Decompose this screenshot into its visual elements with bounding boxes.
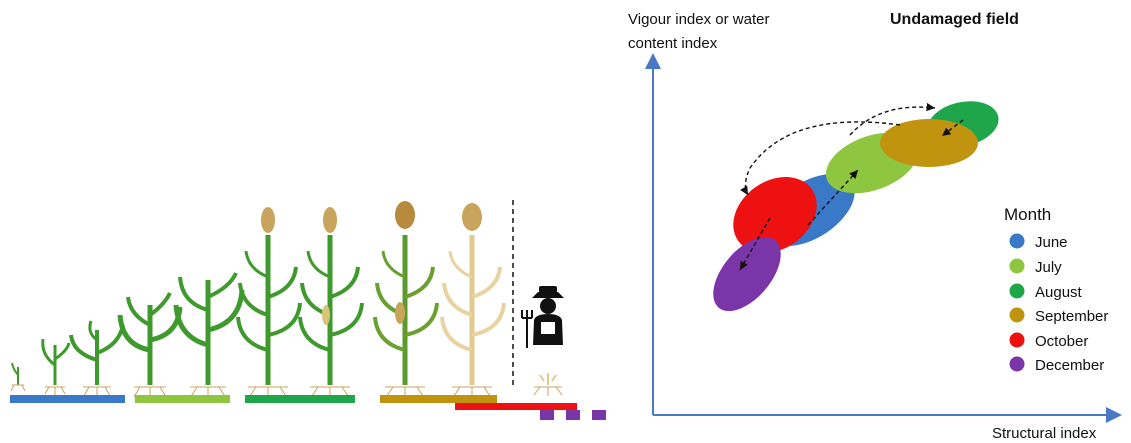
maize-plant-icon xyxy=(173,272,245,399)
maize-plant-icon xyxy=(373,201,439,400)
legend-label: June xyxy=(1035,234,1068,251)
legend-swatch xyxy=(1009,283,1025,299)
ellipse-october xyxy=(733,177,817,253)
ellipse-december xyxy=(713,236,781,312)
maize-plant-icon xyxy=(117,292,183,398)
stubble-icon xyxy=(533,373,563,396)
arrow-july-to-august xyxy=(849,102,936,136)
legend-label: October xyxy=(1035,333,1088,350)
timeline-bar-june xyxy=(10,395,125,403)
y-axis-label: content index xyxy=(628,35,718,52)
arrow-september-to-october xyxy=(740,121,901,196)
ellipse-september xyxy=(880,119,978,167)
diagram-title: Undamaged field xyxy=(890,11,1019,28)
timeline-bar-december xyxy=(592,410,606,420)
arrow-august-to-september xyxy=(941,119,964,137)
legend-item-july: July xyxy=(1009,258,1062,276)
plant-growth-sequence xyxy=(10,200,606,420)
maize-plant-icon xyxy=(440,203,506,400)
legend-title: Month xyxy=(1004,205,1051,224)
legend-swatch xyxy=(1009,356,1025,372)
legend-label: August xyxy=(1035,284,1083,301)
timeline-bar-december xyxy=(566,410,580,420)
legend-item-june: June xyxy=(1009,233,1068,251)
farmer-icon xyxy=(532,286,564,345)
maize-plant-icon xyxy=(298,207,364,400)
legend-label: December xyxy=(1035,357,1104,374)
maize-plant-icon xyxy=(236,207,302,400)
legend-item-october: October xyxy=(1009,332,1088,350)
arrow-june-to-july xyxy=(807,169,859,226)
legend: Month June July August September October xyxy=(1004,205,1108,374)
timeline-bar-december xyxy=(540,410,554,420)
legend-swatch xyxy=(1009,307,1025,323)
timeline-bar-august xyxy=(245,395,355,403)
y-axis-label: Vigour index or water xyxy=(628,11,769,28)
maize-plant-icon xyxy=(69,320,125,397)
x-axis-label: Structural index xyxy=(992,425,1097,442)
legend-item-august: August xyxy=(1009,283,1083,301)
pitchfork-icon xyxy=(521,310,533,348)
arrow-october-to-december xyxy=(739,217,771,271)
maize-plant-icon xyxy=(10,362,26,392)
timeline-bar-october xyxy=(455,403,577,410)
timeline-bar-september xyxy=(380,395,497,403)
timeline-bar-july xyxy=(135,395,230,403)
legend-swatch xyxy=(1009,233,1025,249)
legend-swatch xyxy=(1009,258,1025,274)
legend-item-december: December xyxy=(1009,356,1104,374)
legend-swatch xyxy=(1009,332,1025,348)
index-diagram: Vigour index or water content index Unda… xyxy=(628,11,1122,442)
legend-label: July xyxy=(1035,259,1062,276)
legend-item-september: September xyxy=(1009,307,1108,325)
maize-plant-icon xyxy=(41,338,71,395)
legend-label: September xyxy=(1035,308,1108,325)
